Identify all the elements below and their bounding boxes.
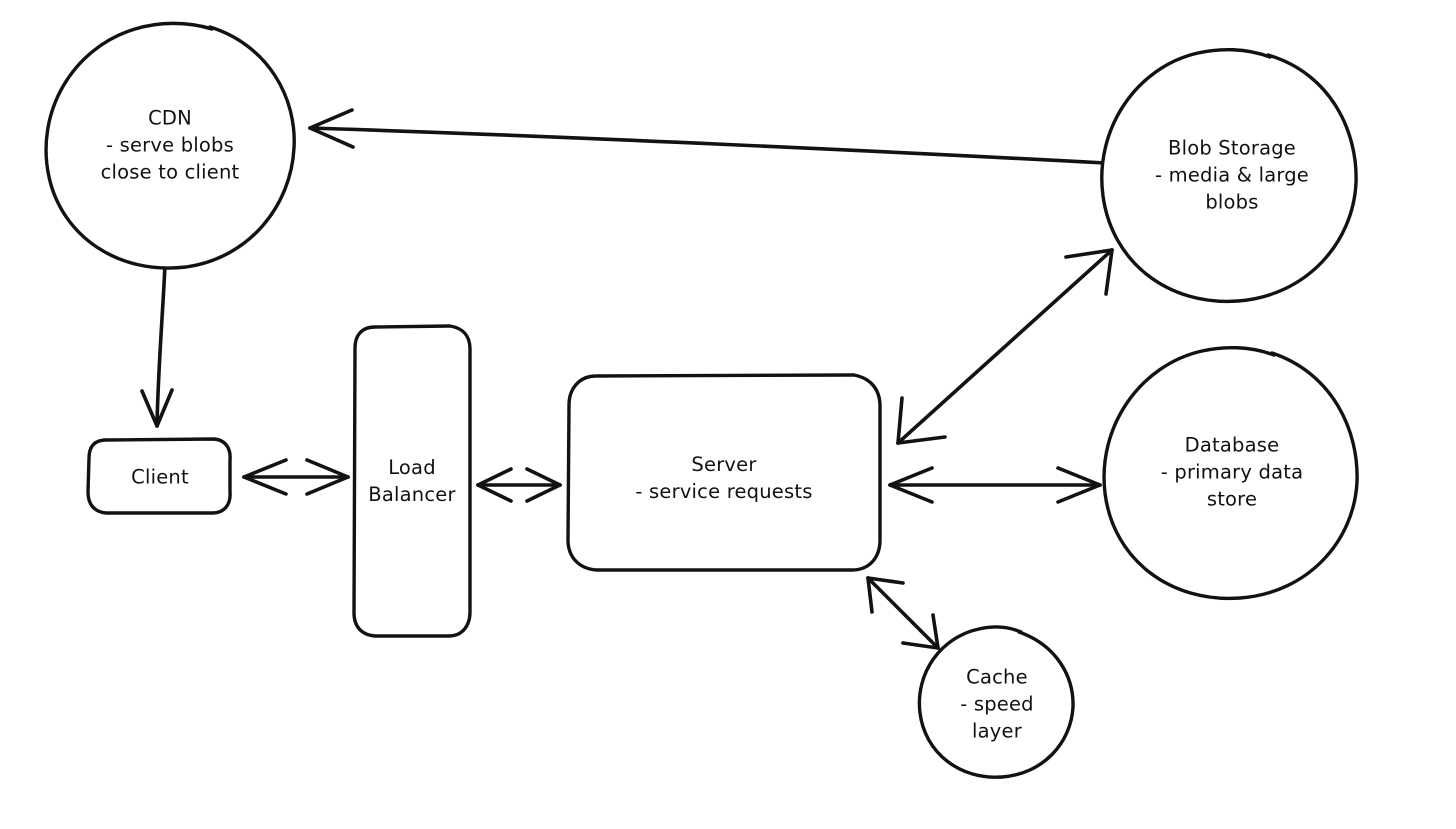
- edge-server-database: [888, 466, 1102, 504]
- edge-server-blob-storage: [896, 248, 1114, 445]
- node-cdn[interactable]: [44, 21, 296, 270]
- node-client[interactable]: [86, 437, 232, 515]
- edge-server-cache: [866, 576, 940, 650]
- node-server[interactable]: [566, 373, 882, 572]
- node-blob-storage[interactable]: [1100, 47, 1358, 304]
- edge-blob-storage-to-cdn: [308, 108, 1107, 165]
- node-cache[interactable]: [917, 625, 1075, 779]
- node-load-balancer[interactable]: [352, 324, 472, 638]
- node-database[interactable]: [1102, 345, 1359, 601]
- edge-load-balancer-server: [476, 467, 562, 503]
- edge-client-load-balancer: [242, 458, 350, 496]
- edge-cdn-to-client: [140, 263, 174, 428]
